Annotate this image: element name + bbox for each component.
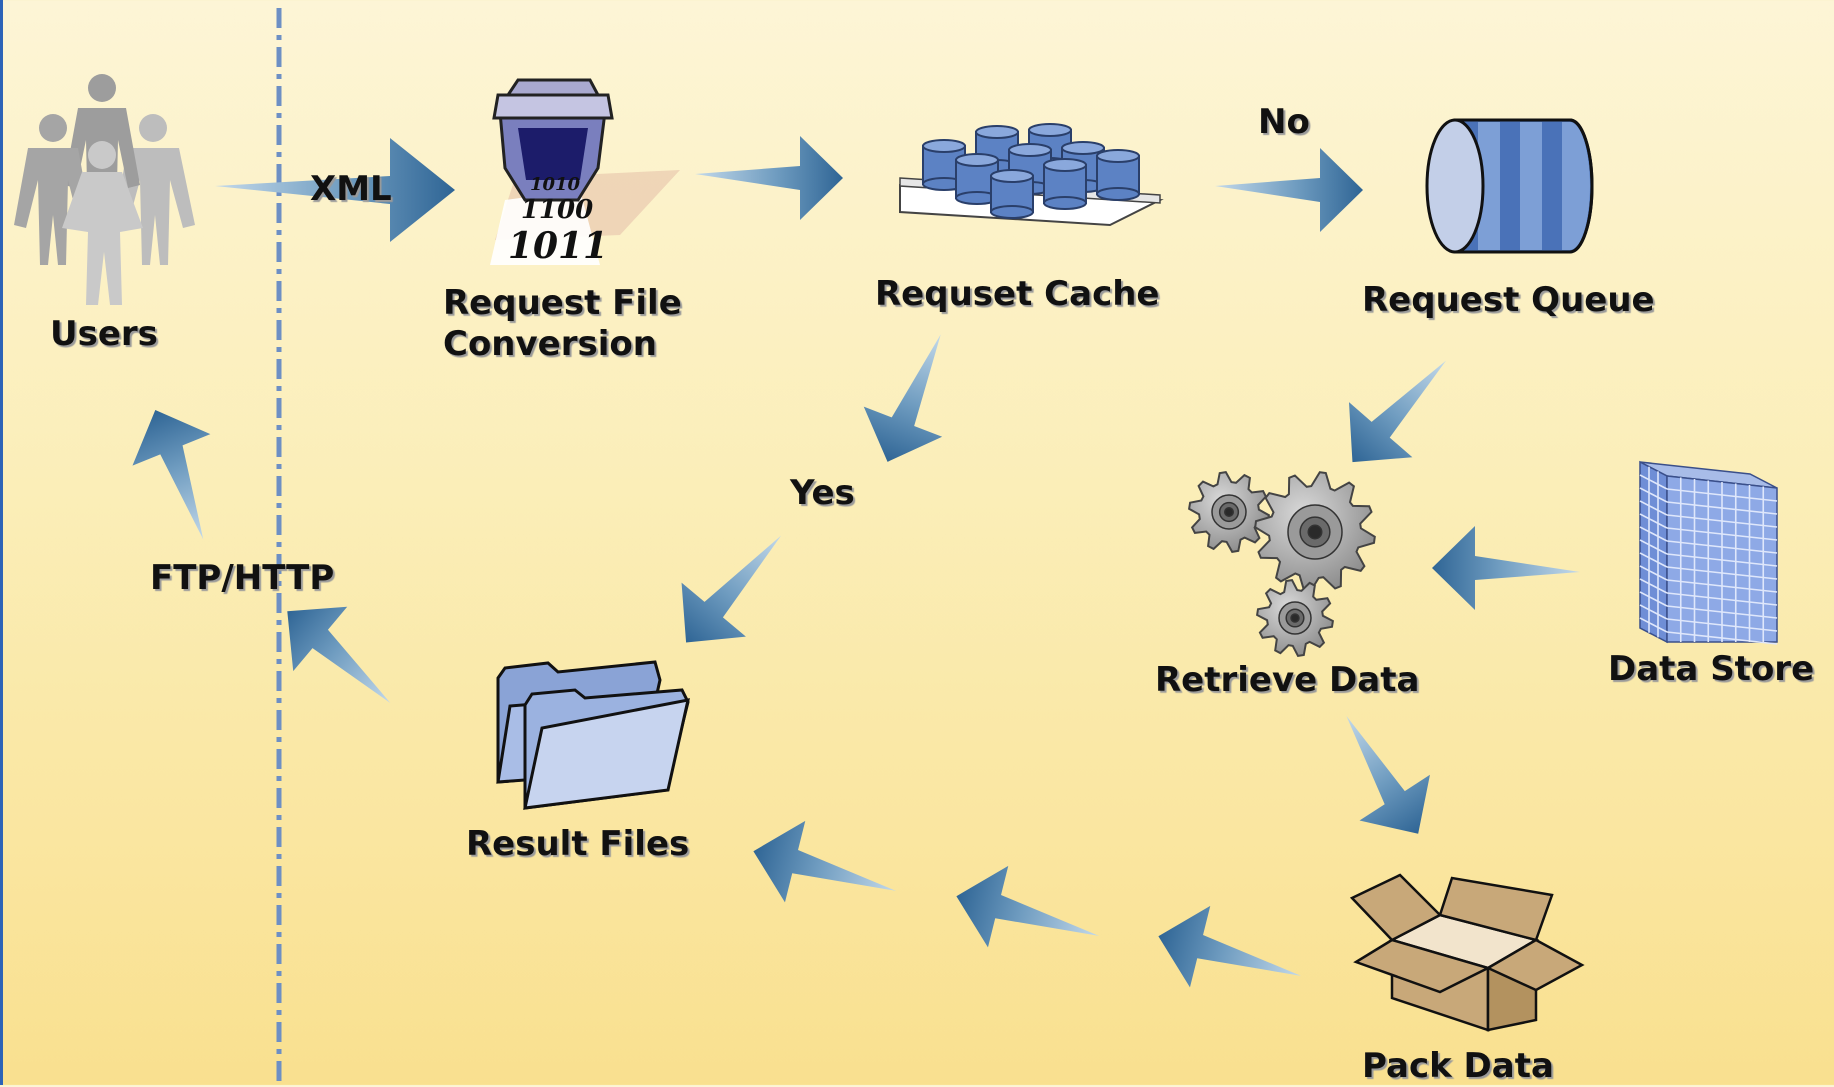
arrow-results-to-ftp — [287, 606, 391, 704]
building-window-line — [1666, 592, 1778, 606]
building-window-line — [1639, 617, 1668, 633]
gears-icon — [1187, 470, 1376, 657]
building-window-line — [1666, 553, 1778, 567]
binary-conversion-icon: 1010 1100 1011 — [490, 78, 680, 267]
database-cache-icon — [899, 123, 1164, 227]
building-window-line — [1666, 566, 1778, 580]
arrow-queue-to-retrieve — [1348, 360, 1447, 463]
building-window-line — [1666, 579, 1778, 593]
building-window-line — [1639, 487, 1668, 503]
building-window-line — [1639, 552, 1668, 568]
building-icon — [1639, 460, 1778, 645]
building-window-line — [1666, 605, 1778, 619]
open-box-icon — [1349, 873, 1585, 1032]
building-window-line — [1639, 539, 1668, 555]
binary-text-1011: 1011 — [508, 225, 608, 267]
building-window-line — [1639, 513, 1668, 529]
building-window-line — [1639, 578, 1668, 594]
building-window-line — [1666, 540, 1778, 554]
building-window-line — [1639, 565, 1668, 581]
binary-text-1100: 1100 — [521, 195, 593, 225]
building-window-line — [1639, 526, 1668, 542]
arrow-datastore-to-retrieve — [1432, 526, 1580, 610]
cache-cylinders — [922, 123, 1140, 219]
arrow-cache-to-queue — [1215, 148, 1363, 232]
gear-hub — [1224, 507, 1234, 517]
arrow-pack-to-results-1 — [1158, 905, 1302, 988]
users-group-icon — [14, 74, 195, 305]
arrow-ftp-to-users — [132, 410, 211, 540]
building-window-line — [1666, 514, 1778, 528]
folders-icon — [496, 660, 690, 810]
result-files-label: Result Files — [466, 824, 690, 864]
ftp-http-edge-label: FTP/HTTP — [150, 558, 335, 598]
arrow-yes-to-results — [681, 535, 782, 643]
arrow-retrieve-to-pack — [1346, 715, 1430, 834]
building-window-line — [1639, 591, 1668, 607]
request-file-conversion-label-line1: Request File — [443, 283, 682, 323]
yes-edge-label: Yes — [790, 473, 855, 513]
request-cache-label: Requset Cache — [875, 274, 1160, 314]
building-window-line — [1666, 501, 1778, 515]
arrow-cache-to-yes — [863, 334, 943, 462]
left-edge-border — [0, 0, 3, 1085]
request-queue-label: Request Queue — [1362, 280, 1655, 320]
arrow-pack-to-results-3 — [753, 820, 897, 903]
building-window-line — [1666, 618, 1778, 632]
building-window-line — [1639, 474, 1668, 490]
data-store-label: Data Store — [1608, 649, 1815, 689]
building-window-line — [1639, 500, 1668, 516]
request-file-conversion-label-line2: Conversion — [443, 324, 657, 364]
no-edge-label: No — [1258, 102, 1310, 142]
arrow-users-to-conversion — [215, 138, 455, 242]
gear-hub — [1307, 524, 1323, 540]
arrow-pack-to-results-2 — [956, 865, 1100, 948]
building-window-line — [1639, 604, 1668, 620]
building-window-line — [1666, 527, 1778, 541]
retrieve-data-label: Retrieve Data — [1155, 660, 1420, 700]
xml-edge-label: XML — [310, 169, 392, 209]
arrow-conversion-to-cache — [695, 136, 843, 220]
pack-data-label: Pack Data — [1362, 1046, 1554, 1086]
users-label: Users — [50, 314, 158, 354]
queue-cylinder-icon — [1425, 118, 1594, 254]
building-window-line — [1666, 631, 1778, 645]
gear-hub — [1290, 613, 1300, 623]
binary-text-1010: 1010 — [530, 174, 581, 195]
building-window-line — [1666, 488, 1778, 502]
